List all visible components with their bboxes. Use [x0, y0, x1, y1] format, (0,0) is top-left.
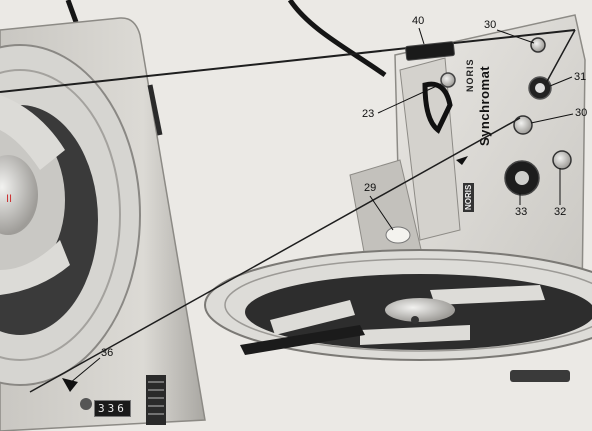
tape-counter: 336: [94, 400, 131, 417]
lever-slot: [422, 81, 453, 134]
pressure-roller-32[interactable]: [552, 150, 572, 170]
side-brand-plate: NORIS: [463, 182, 474, 212]
brand-synchromat: Synchromat: [477, 65, 492, 146]
tape-direction-arrow: [456, 156, 468, 165]
callout-29: 29: [364, 182, 377, 194]
guide-roller-30-mid[interactable]: [513, 115, 533, 135]
guide-roller-30-top[interactable]: [530, 37, 546, 53]
tape-direction-arrow-36: [62, 378, 78, 392]
tape-upper: [0, 29, 576, 93]
film-strip: [240, 325, 365, 355]
callout-23: 23: [362, 108, 375, 120]
adjust-knob-29[interactable]: [385, 226, 411, 244]
left-tape-reel: [0, 44, 141, 386]
tape-turn: [544, 29, 576, 86]
base-foot: [510, 370, 570, 382]
callout-32: 32: [554, 206, 567, 218]
callout-30-mid: 30: [575, 107, 588, 119]
tape-splice-40: [405, 41, 455, 61]
level-slider[interactable]: [146, 375, 166, 425]
callout-31: 31: [574, 71, 587, 83]
callout-33: 33: [515, 206, 528, 218]
tape-lower: [29, 117, 521, 393]
deck-clip: [147, 84, 163, 136]
callout-36: 36: [101, 347, 114, 359]
callout-40: 40: [412, 15, 425, 27]
counter-knob[interactable]: [80, 398, 92, 410]
level-slider-ticks: [148, 381, 164, 415]
control-lever-23[interactable]: [440, 72, 456, 88]
synchromat-side-panel: [399, 57, 461, 241]
film-reel: [204, 249, 592, 361]
callout-30-top: 30: [484, 19, 497, 31]
reel-mark: II: [6, 193, 13, 205]
brand-noris: NORIS: [465, 58, 475, 92]
cable-left: [65, 0, 79, 23]
callout-leaders: [69, 27, 574, 384]
power-cable: [287, 0, 387, 78]
